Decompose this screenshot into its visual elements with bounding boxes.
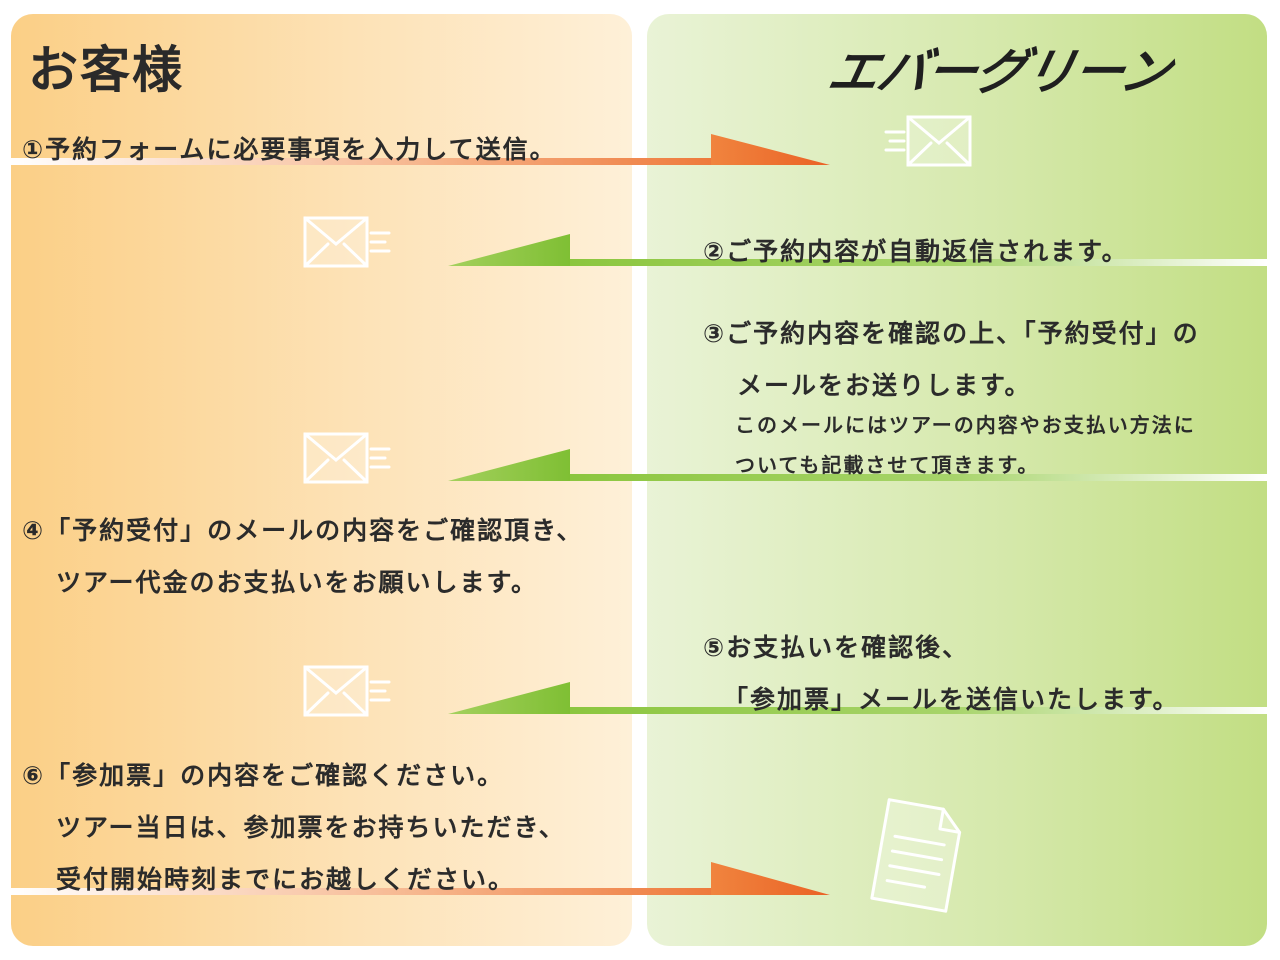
envelope-icon — [303, 216, 391, 268]
step-4-text: ④「予約受付」のメールの内容をご確認頂き、 ツアー代金のお支払いをお願いします。 — [22, 505, 583, 609]
arrow-to-company-6 — [11, 862, 830, 895]
step-5-line-1: ⑤お支払いを確認後、 — [703, 633, 970, 662]
customer-title: お客様 — [28, 41, 184, 99]
envelope-icon — [884, 115, 972, 167]
step-5-text: ⑤お支払いを確認後、 「参加票」メールを送信いたします。 — [703, 622, 1180, 726]
step-2-line-1: ②ご予約内容が自動返信されます。 — [703, 237, 1129, 266]
step-3-text: ③ご予約内容を確認の上、「予約受付」の メールをお送りします。 — [703, 308, 1200, 412]
step-3-note: このメールにはツアーの内容やお支払い方法に ついても記載させて頂きます。 — [735, 405, 1196, 485]
step-2-text: ②ご予約内容が自動返信されます。 — [703, 226, 1129, 278]
step-6-line-2: ツアー当日は、参加票をお持ちいただき、 — [56, 813, 566, 842]
step-3-note-1: このメールにはツアーの内容やお支払い方法に — [735, 413, 1196, 437]
step-6-line-1: ⑥「参加票」の内容をご確認ください。 — [22, 761, 505, 790]
step-3-line-1: ③ご予約内容を確認の上、「予約受付」の — [703, 319, 1200, 348]
step-4-line-2: ツアー代金のお支払いをお願いします。 — [56, 568, 539, 597]
step-6-line-3: 受付開始時刻までにお越しください。 — [56, 865, 516, 894]
arrow-to-company-1 — [11, 134, 830, 165]
step-4-line-1: ④「予約受付」のメールの内容をご確認頂き、 — [22, 516, 584, 545]
arrow-to-customer-2 — [448, 234, 1267, 266]
step-3-note-2: ついても記載させて頂きます。 — [735, 453, 1040, 477]
arrow-to-customer-3 — [448, 449, 1267, 481]
step-6-text: ⑥「参加票」の内容をご確認ください。 ツアー当日は、参加票をお持ちいただき、 受… — [22, 750, 566, 906]
envelope-icon — [303, 665, 391, 717]
envelope-icon — [303, 432, 391, 484]
arrow-to-customer-5 — [448, 682, 1267, 714]
step-5-line-2: 「参加票」メールを送信いたします。 — [723, 685, 1180, 714]
step-3-line-2: メールをお送りします。 — [737, 371, 1032, 400]
step-1-line-1: ①予約フォームに必要事項を入力して送信。 — [22, 135, 557, 164]
step-1-text: ①予約フォームに必要事項を入力して送信。 — [22, 124, 557, 176]
document-icon — [870, 798, 962, 913]
